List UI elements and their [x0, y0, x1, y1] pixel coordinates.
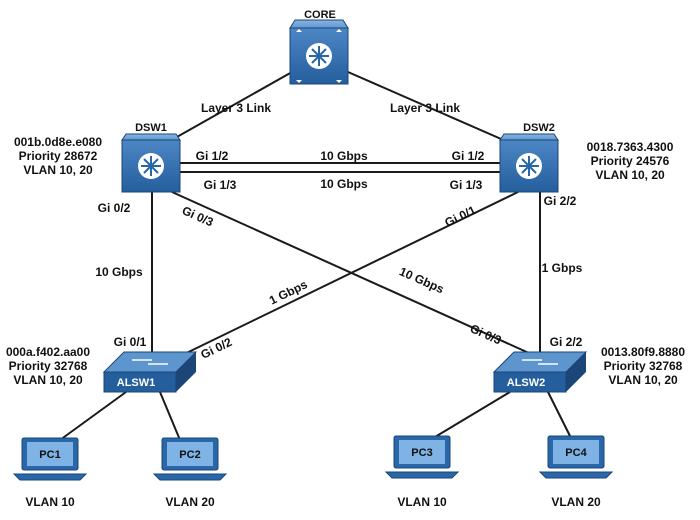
link-dsw1-alsw2 — [171, 191, 541, 359]
multilayer-switch-icon — [121, 133, 181, 193]
pc-2-label: PC2 — [179, 449, 200, 461]
dsw2-mac: 0018.7363.4300 — [587, 140, 674, 154]
dsw2-label: DSW2 — [523, 122, 555, 134]
dsw2-priority: Priority 24576 — [591, 154, 670, 168]
pc-1-label: PC1 — [39, 449, 60, 461]
port-dsw2-gi22: Gi 2/2 — [544, 194, 577, 208]
pc-4-vlan: VLAN 20 — [551, 495, 601, 509]
link-label-dsw2-alsw2: 1 Gbps — [542, 261, 583, 275]
link-labels: Layer 3 Link Layer 3 Link 10 Gbps 10 Gbp… — [95, 101, 582, 308]
alsw1-label: ALSW1 — [117, 377, 156, 389]
alsw1-priority: Priority 32768 — [9, 359, 88, 373]
core-label: CORE — [304, 9, 336, 21]
port-dsw2-gi12: Gi 1/2 — [452, 149, 485, 163]
alsw1-mac: 000a.f402.aa00 — [6, 345, 90, 359]
port-dsw2-gi13: Gi 1/3 — [450, 178, 483, 192]
port-alsw1-gi01: Gi 0/1 — [114, 335, 147, 349]
dsw1-mac: 001b.0d8e.e080 — [14, 135, 102, 149]
link-label-core-dsw2: Layer 3 Link — [390, 101, 460, 115]
dsw1-label: DSW1 — [135, 122, 167, 134]
alsw1-vlan: VLAN 10, 20 — [13, 373, 83, 387]
dsw2-info: 0018.7363.4300 Priority 24576 VLAN 10, 2… — [587, 140, 674, 182]
multilayer-switch-icon — [289, 19, 349, 85]
laptop-icon — [152, 437, 228, 481]
link-label-dsw1-dsw2-b: 10 Gbps — [320, 177, 368, 191]
dsw1-info: 001b.0d8e.e080 Priority 28672 VLAN 10, 2… — [14, 135, 102, 177]
link-dsw2-alsw1 — [171, 191, 519, 361]
pc-2[interactable]: PC2 VLAN 20 — [152, 437, 228, 509]
link-label-core-dsw1: Layer 3 Link — [201, 101, 271, 115]
port-dsw2-gi01: Gi 0/1 — [442, 203, 478, 230]
laptop-icon — [12, 437, 88, 481]
port-alsw2-gi03: Gi 0/3 — [468, 321, 504, 347]
core-switch[interactable]: CORE — [289, 9, 349, 85]
dsw2-vlan: VLAN 10, 20 — [595, 168, 665, 182]
pc-4[interactable]: PC4 VLAN 20 — [538, 435, 614, 509]
link-alsw1-pc2 — [159, 391, 181, 441]
link-label-dsw1-alsw2: 10 Gbps — [397, 264, 446, 296]
pc-1[interactable]: PC1 VLAN 10 — [12, 437, 88, 509]
port-dsw1-gi02: Gi 0/2 — [98, 201, 131, 215]
port-dsw1-gi03: Gi 0/3 — [180, 203, 216, 229]
link-label-dsw1-alsw1: 10 Gbps — [95, 265, 143, 279]
alsw1-switch[interactable]: ALSW1 000a.f402.aa00 Priority 32768 VLAN… — [6, 345, 198, 393]
alsw2-switch[interactable]: ALSW2 0013.80f9.8880 Priority 32768 VLAN… — [492, 345, 685, 393]
alsw2-vlan: VLAN 10, 20 — [608, 373, 678, 387]
pc-3-vlan: VLAN 10 — [397, 495, 447, 509]
multilayer-switch-icon — [499, 133, 559, 193]
link-label-dsw1-dsw2-a: 10 Gbps — [320, 149, 368, 163]
access-switch-icon — [492, 351, 588, 393]
alsw2-mac: 0013.80f9.8880 — [601, 345, 685, 359]
alsw2-info: 0013.80f9.8880 Priority 32768 VLAN 10, 2… — [601, 345, 685, 387]
port-alsw2-gi22: Gi 2/2 — [550, 335, 583, 349]
dsw1-vlan: VLAN 10, 20 — [23, 163, 93, 177]
pc-3[interactable]: PC3 VLAN 10 — [384, 435, 460, 509]
port-dsw1-gi13: Gi 1/3 — [204, 178, 237, 192]
laptop-icon — [538, 435, 614, 479]
access-switch-icon — [102, 351, 198, 393]
dsw1-priority: Priority 28672 — [19, 149, 98, 163]
alsw2-label: ALSW2 — [507, 377, 546, 389]
links — [59, 71, 573, 441]
link-alsw2-pc4 — [547, 391, 573, 441]
pc-1-vlan: VLAN 10 — [25, 495, 75, 509]
link-alsw1-pc1 — [59, 391, 127, 441]
dsw2-switch[interactable]: DSW2 0018.7363.4300 Priority 24576 VLAN … — [499, 122, 674, 193]
alsw2-priority: Priority 32768 — [604, 359, 683, 373]
dsw1-switch[interactable]: DSW1 001b.0d8e.e080 Priority 28672 VLAN … — [14, 122, 181, 193]
port-dsw1-gi12: Gi 1/2 — [196, 149, 229, 163]
link-core-dsw2 — [347, 71, 509, 143]
link-alsw2-pc3 — [429, 391, 511, 441]
pc-2-vlan: VLAN 20 — [165, 495, 215, 509]
pc-4-label: PC4 — [565, 447, 587, 459]
alsw1-info: 000a.f402.aa00 Priority 32768 VLAN 10, 2… — [6, 345, 90, 387]
pc-3-label: PC3 — [411, 447, 432, 459]
laptop-icon — [384, 435, 460, 479]
link-core-dsw1 — [167, 71, 293, 143]
